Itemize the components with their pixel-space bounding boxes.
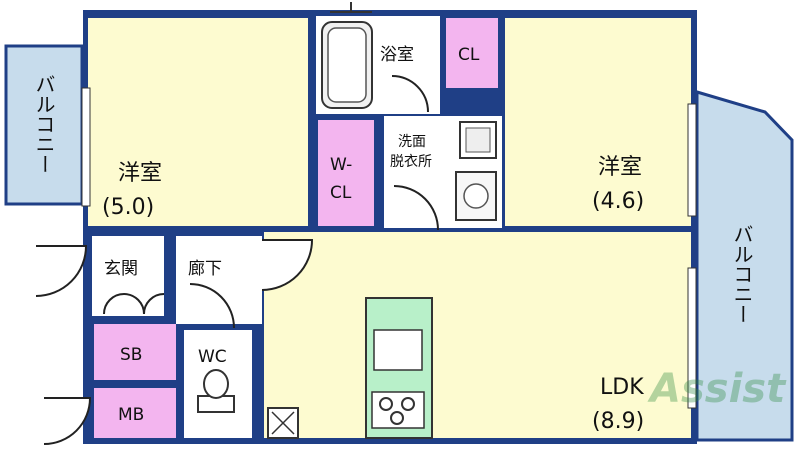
ldk-size: (8.9)	[592, 409, 644, 434]
shoe-box-label: SB	[120, 345, 142, 365]
ldk-area	[264, 232, 691, 438]
west-bedroom-name: 洋室	[118, 161, 162, 186]
cooktop	[371, 391, 425, 429]
toilet-door	[189, 283, 235, 329]
washer-pan-inner	[465, 127, 491, 153]
kitchen-sink	[373, 329, 423, 371]
bathroom-label: 浴室	[380, 45, 414, 65]
closet-door	[103, 292, 165, 315]
entrance-door	[35, 245, 88, 297]
meter-door	[43, 397, 92, 445]
watermark: Assist	[647, 366, 787, 412]
walk-in-closet-label-2: CL	[330, 183, 352, 203]
balcony-west	[4, 44, 84, 206]
balcony-east-label: バルコニー	[730, 224, 754, 324]
hall-to-ldk-door	[261, 239, 314, 291]
closet-label: CL	[458, 45, 480, 65]
closet-area	[446, 18, 498, 88]
window-west	[81, 87, 91, 207]
hallway-area	[176, 236, 262, 324]
bathtub-inner	[327, 27, 367, 103]
walk-in-closet-area	[318, 120, 374, 226]
walk-in-closet-label-1: W-	[330, 155, 352, 175]
burner-1	[379, 397, 393, 411]
east-bedroom-area	[505, 18, 691, 226]
ldk-name: LDK	[600, 375, 644, 400]
shoe-box-area	[94, 324, 176, 380]
window-east-upper	[687, 103, 697, 217]
meter-box-label: MB	[118, 405, 144, 425]
east-bedroom-size: (4.6)	[592, 189, 644, 214]
washroom-label-2: 脱衣所	[390, 154, 432, 170]
west-bedroom-size: (5.0)	[102, 195, 154, 220]
entrance-area	[92, 236, 164, 316]
west-bedroom-area	[88, 18, 308, 226]
vent-cross-b	[271, 411, 295, 435]
toilet-bowl	[203, 369, 229, 399]
toilet-label: WC	[198, 347, 227, 367]
washroom-door	[393, 185, 439, 231]
window-east-lower	[687, 267, 697, 409]
washroom-label-1: 洗面	[398, 134, 426, 150]
bath-door	[391, 75, 429, 113]
burner-2	[401, 397, 415, 411]
entrance-label: 玄関	[104, 259, 138, 279]
balcony-west-label: バルコニー	[32, 74, 56, 174]
burner-3	[390, 411, 404, 425]
meter-box-area	[94, 388, 176, 438]
east-bedroom-name: 洋室	[598, 155, 642, 180]
wash-basin-bowl	[463, 183, 489, 209]
hallway-label: 廊下	[188, 259, 222, 279]
